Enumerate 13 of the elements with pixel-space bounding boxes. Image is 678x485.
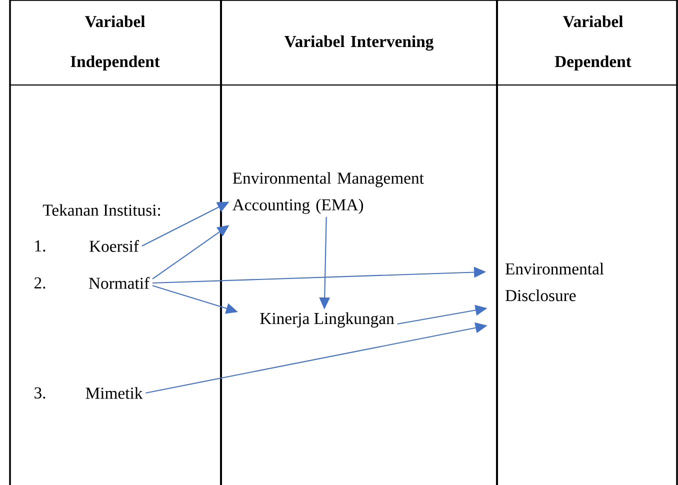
variable-label: Koersif (90, 240, 139, 252)
variable-label: Kinerja Lingkungan (260, 312, 394, 328)
list-label: 2. (34, 277, 46, 289)
list-label: 1. (35, 240, 46, 252)
column-header: Variabel Dependent (554, 15, 632, 71)
variable-label: Environmental Disclosure (505, 262, 604, 302)
variable-label: Environmental Management Accounting (EMA) (232, 172, 424, 214)
variable-label: Mimetik (86, 387, 143, 399)
column-header: Variabel Intervening (284, 35, 434, 51)
variable-label: Normatif (88, 277, 150, 289)
list-label: Tekanan Institusi: (42, 204, 160, 216)
column-header: Variabel Independent (70, 15, 160, 71)
list-label: 3. (34, 387, 46, 399)
